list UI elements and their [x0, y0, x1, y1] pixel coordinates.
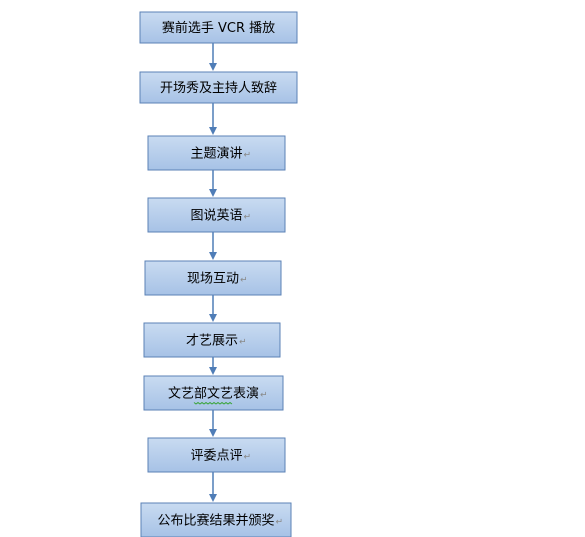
flow-step-box	[144, 260, 282, 296]
flow-step-box	[147, 135, 286, 171]
arrow-head-icon	[209, 429, 217, 437]
paragraph-mark-icon: ↵	[276, 518, 284, 528]
flow-step-label: 图说英语	[190, 209, 242, 224]
connector-arrows	[209, 43, 217, 502]
flow-step-label: 开场秀及主持人致辞	[160, 81, 277, 96]
arrow-head-icon	[209, 189, 217, 197]
flow-step-5: 现场互动↵	[144, 260, 282, 296]
flow-step-box	[147, 437, 286, 473]
flow-steps: 赛前选手 VCR 播放开场秀及主持人致辞主题演讲↵图说英语↵现场互动↵才艺展示↵…	[139, 11, 298, 537]
flow-step-box	[143, 375, 284, 411]
flow-step-label: 评委点评	[190, 449, 242, 464]
flow-step-box	[143, 322, 281, 358]
paragraph-mark-icon: ↵	[244, 151, 252, 161]
flow-step-7: 文艺部文艺表演↵	[143, 375, 284, 411]
flow-step-label: 公布比赛结果并颁奖	[157, 513, 274, 529]
flow-step-label: 现场互动	[187, 272, 239, 287]
paragraph-mark-icon: ↵	[244, 213, 252, 223]
flow-step-label: 赛前选手 VCR 播放	[162, 20, 275, 36]
flow-step-box	[139, 71, 298, 104]
spellcheck-underline	[193, 401, 233, 405]
arrow-head-icon	[209, 252, 217, 260]
arrow-head-icon	[209, 127, 217, 135]
paragraph-mark-icon: ↵	[244, 453, 252, 463]
flow-step-4: 图说英语↵	[147, 197, 286, 233]
arrow-head-icon	[209, 63, 217, 71]
flow-step-1: 赛前选手 VCR 播放	[139, 11, 298, 44]
arrow-head-icon	[209, 494, 217, 502]
flow-step-label: 才艺展示	[186, 334, 238, 349]
paragraph-mark-icon: ↵	[240, 276, 248, 286]
flow-step-box	[139, 11, 298, 44]
flow-step-label: 文艺部文艺表演	[168, 386, 259, 402]
flow-step-8: 评委点评↵	[147, 437, 286, 473]
arrow-head-icon	[209, 367, 217, 375]
flow-step-box	[140, 502, 292, 537]
flow-step-label: 主题演讲	[190, 146, 242, 162]
flow-step-box	[147, 197, 286, 233]
flow-step-2: 开场秀及主持人致辞	[139, 71, 298, 104]
flow-step-9: 公布比赛结果并颁奖↵	[140, 502, 292, 537]
paragraph-mark-icon: ↵	[260, 391, 268, 401]
arrow-head-icon	[209, 314, 217, 322]
flow-step-3: 主题演讲↵	[147, 135, 286, 171]
paragraph-mark-icon: ↵	[239, 338, 247, 348]
flow-step-6: 才艺展示↵	[143, 322, 281, 358]
